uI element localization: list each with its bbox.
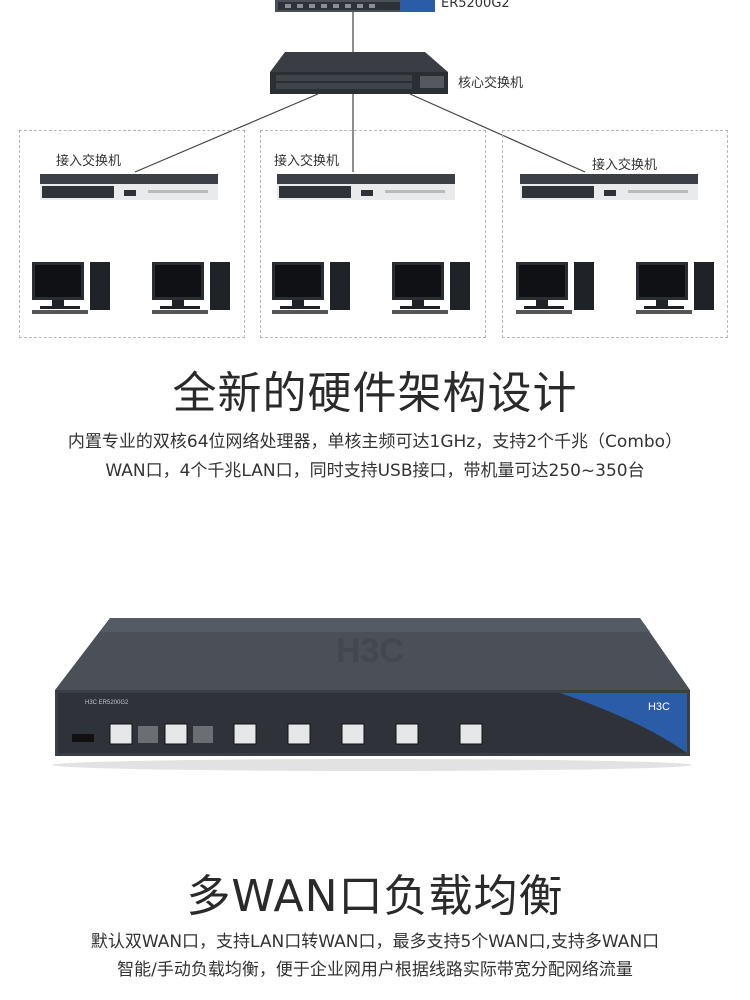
section1-line-1: 内置专业的双核64位网络处理器，单核主频可达1GHz，支持2个千兆（Combo）: [67, 432, 683, 452]
section1-line-2: WAN口，4个千兆LAN口，同时支持USB接口，带机量可达250~350台: [105, 461, 645, 481]
panel-brand-text: H3C: [648, 701, 670, 713]
pc-icon: [32, 262, 110, 314]
access-switch-label-2: 接入交换机: [274, 154, 340, 169]
router-product-image: H3C H3C H3C ER5200G2: [52, 618, 692, 771]
pc-icon: [636, 262, 714, 314]
section2-line-2: 智能/手动负载均衡，便于企业网用户根据线路实际带宽分配网络流量: [117, 960, 633, 980]
access-group-box-3: [502, 130, 728, 338]
section2-line-1: 默认双WAN口，支持LAN口转WAN口，最多支持5个WAN口,支持多WAN口: [90, 932, 660, 952]
section1-title: 全新的硬件架构设计: [172, 368, 578, 419]
access-switch-2: [277, 174, 455, 200]
access-group-box-1: [19, 130, 245, 338]
network-topology-diagram: [32, 0, 714, 314]
access-switch-3: [520, 174, 698, 200]
access-switch-label-3: 接入交换机: [592, 158, 658, 173]
router-device: [275, 0, 435, 12]
access-group-box-2: [260, 130, 486, 338]
pc-icon: [272, 262, 350, 314]
core-switch: [270, 52, 448, 94]
embossed-logo: H3C: [336, 632, 404, 670]
core-switch-label: 核心交换机: [458, 76, 524, 91]
router-model-label: ER5200G2: [441, 0, 510, 11]
panel-model-text: H3C ER5200G2: [85, 700, 129, 706]
access-switch-1: [40, 174, 218, 200]
access-switch-label-1: 接入交换机: [56, 154, 122, 169]
section2-title: 多WAN口负载均衡: [186, 871, 564, 922]
pc-group: [32, 262, 714, 314]
pc-icon: [152, 262, 230, 314]
pc-icon: [392, 262, 470, 314]
pc-icon: [516, 262, 594, 314]
